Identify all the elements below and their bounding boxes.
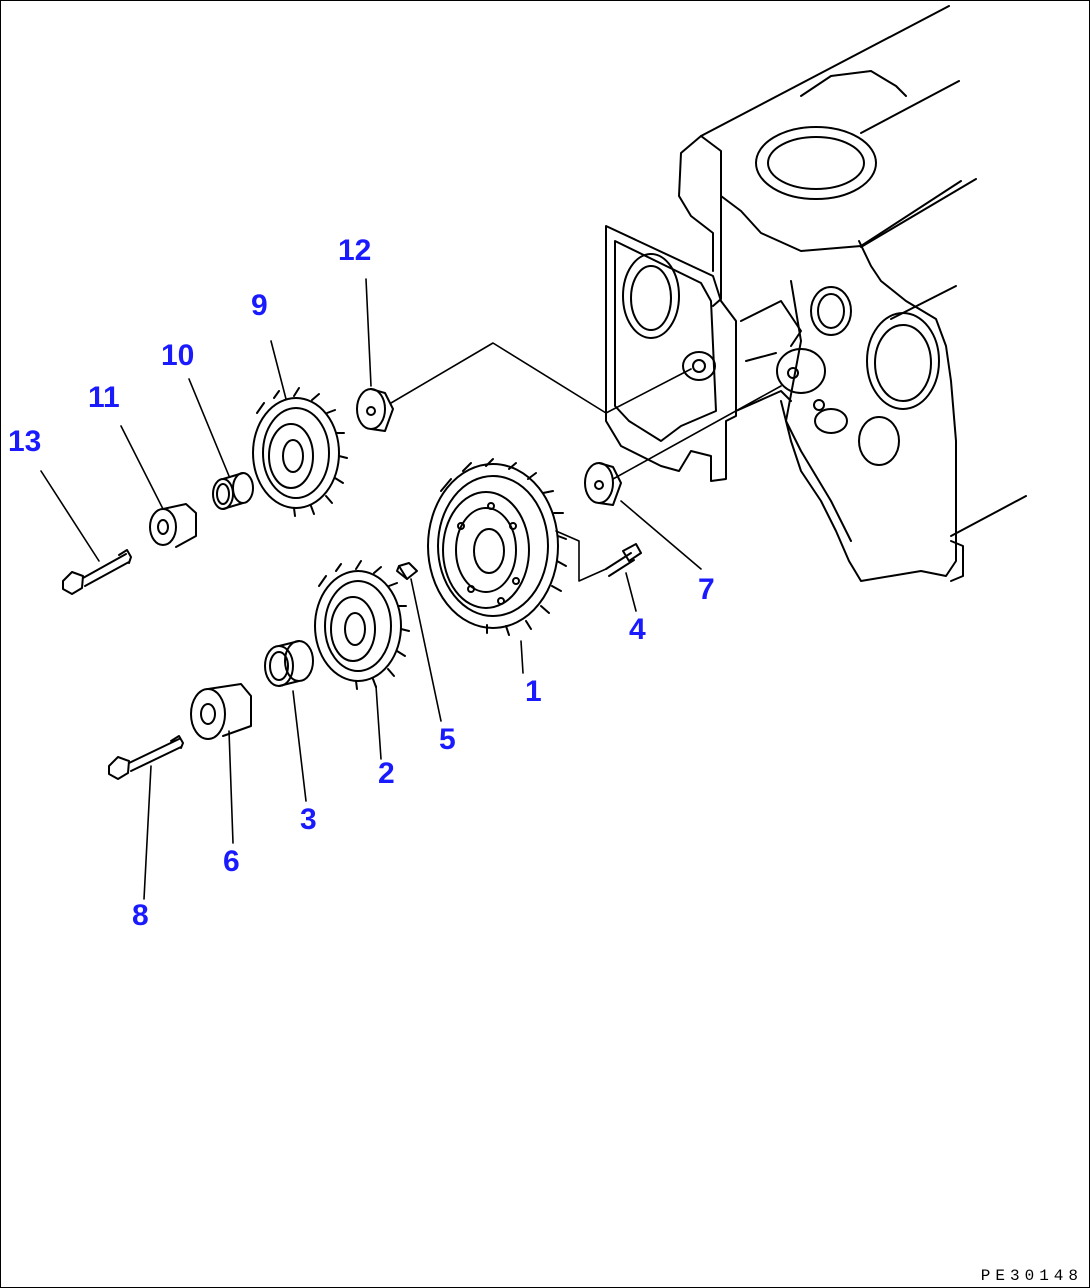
callout-8: 8 xyxy=(132,899,149,932)
callout-4: 4 xyxy=(629,613,646,646)
part-8-bolt xyxy=(109,736,183,779)
callout-6: 6 xyxy=(223,845,240,878)
callout-7: 7 xyxy=(698,573,715,606)
part-10-bushing xyxy=(213,473,253,509)
callout-5: 5 xyxy=(439,723,456,756)
callout-10: 10 xyxy=(161,339,195,372)
callout-3: 3 xyxy=(300,803,317,836)
part-2-small-gear xyxy=(315,561,409,689)
callout-11: 11 xyxy=(88,381,120,414)
part-12-washer xyxy=(357,389,393,431)
part-9-idler-gear xyxy=(253,388,347,516)
callout-2: 2 xyxy=(378,757,395,790)
callout-1: 1 xyxy=(525,675,542,708)
callout-9: 9 xyxy=(251,289,268,322)
part-13-bolt xyxy=(63,550,131,594)
part-6-shaft xyxy=(191,684,251,739)
part-5-pin xyxy=(397,563,417,579)
part-3-bushing xyxy=(265,641,313,686)
engine-block xyxy=(606,6,1026,581)
leader-lines xyxy=(41,279,781,899)
callout-13: 13 xyxy=(8,425,42,458)
callout-12: 12 xyxy=(338,234,372,267)
drawing-code: PE30148 xyxy=(980,1267,1083,1285)
part-7-washer xyxy=(585,463,621,505)
part-4-bolt xyxy=(606,544,641,576)
part-1-large-gear xyxy=(428,459,566,635)
part-11-shaft xyxy=(150,504,196,547)
